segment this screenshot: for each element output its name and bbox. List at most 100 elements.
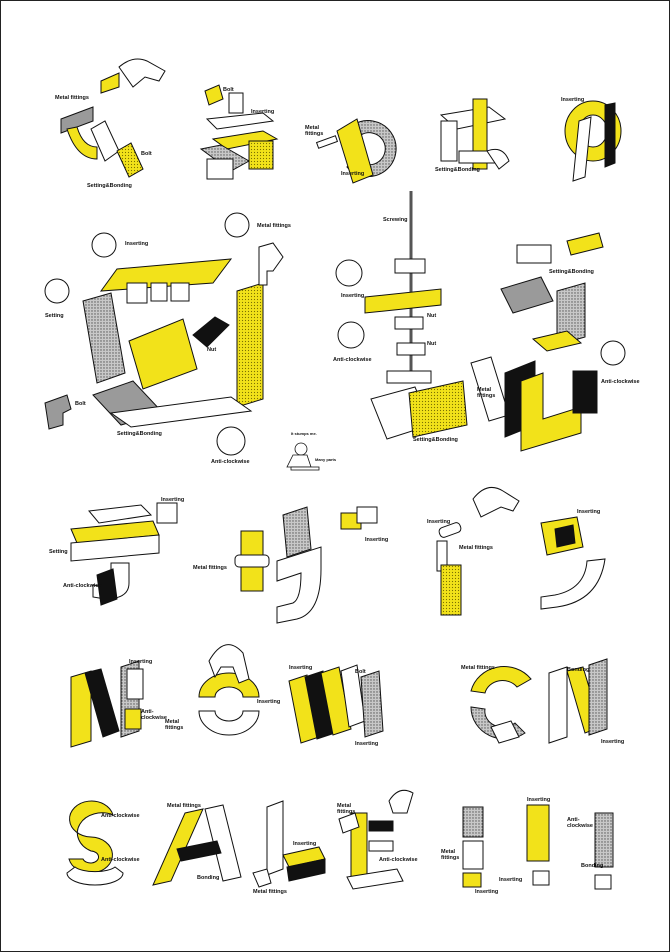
label-inserting-10: Inserting: [129, 659, 152, 665]
label-setting-bonding-5: Setting&Bonding: [549, 269, 594, 275]
label-inserting-15: Inserting: [293, 841, 316, 847]
label-bolt-4: Bolt: [355, 669, 366, 675]
label-fittings-1: fittings: [477, 393, 495, 399]
label-inserting-11: Inserting: [257, 699, 280, 705]
label-inserting-14: Inserting: [601, 739, 624, 745]
row2-assembly-middle: [364, 191, 468, 440]
detail-circle-6: [337, 321, 365, 349]
row5-letter-a: [152, 804, 242, 886]
label-inserting-17: Inserting: [527, 797, 550, 803]
label-clockwise-1: clockwise: [141, 715, 167, 721]
row1-letter-4: [439, 98, 510, 170]
row5-exclamation-3: [594, 812, 614, 890]
label-inserting-7: Inserting: [365, 537, 388, 543]
row1-letter-2: [199, 84, 279, 180]
label-inserting-18: Inserting: [499, 877, 522, 883]
label-metal-fittings-2b: fittings: [305, 131, 323, 137]
label-inserting-8: Inserting: [427, 519, 450, 525]
detail-circle-1: [91, 232, 117, 258]
detail-circle-2: [44, 278, 70, 304]
label-metal-fittings-2: Metal: [305, 125, 320, 131]
row5-letter-l: [252, 800, 326, 888]
label-inserting-3: Inserting: [561, 97, 584, 103]
row1-letter-5: [564, 100, 622, 182]
label-anti-2: Anti-: [567, 817, 580, 823]
row5-letter-e: [338, 789, 414, 890]
label-metal-fittings-6: Metal fittings: [461, 665, 495, 671]
label-metal-3: Metal: [337, 803, 352, 809]
label-bonding-2: Bonding: [197, 875, 219, 881]
label-inserting-16: Inserting: [475, 889, 498, 895]
label-anti-clockwise-5: Anti-clockwise: [101, 813, 140, 819]
row4-letter-o-1: [198, 644, 260, 736]
row1-letter-3: [315, 118, 397, 184]
label-anti-clockwise-7: Anti-clockwise: [379, 857, 418, 863]
row4-letter-o-2: [470, 666, 532, 744]
row5-exclamation-2: [526, 804, 550, 886]
row5-exclamation-1: [462, 806, 484, 888]
label-metal-fittings-5: Metal fittings: [459, 545, 493, 551]
label-inserting-1: Inserting: [251, 109, 274, 115]
label-metal-1: Metal: [477, 387, 492, 393]
label-nut-1: Nut: [207, 347, 216, 353]
label-setting-bonding-2: Setting&Bonding: [435, 167, 480, 173]
label-setting-bonding-4: Setting&Bonding: [413, 437, 458, 443]
label-metal-2: Metal: [165, 719, 180, 725]
label-many-parts: Many parts: [315, 457, 337, 462]
label-inserting-13: Inserting: [355, 741, 378, 747]
thinking-person: [286, 442, 320, 471]
label-metal-fittings-8: Metal fittings: [253, 889, 287, 895]
detail-circle-3: [224, 212, 250, 238]
label-inserting-4: Inserting: [125, 241, 148, 247]
label-inserting-2: Inserting: [341, 171, 364, 177]
label-it-stumps-me: It stumps me.: [291, 431, 317, 436]
label-anti-1: Anti-: [141, 709, 154, 715]
label-inserting-5: Inserting: [341, 293, 364, 299]
row4-letter-w: [288, 664, 384, 744]
detail-circle-5: [335, 259, 363, 287]
label-anti-clockwise-2: Anti-clockwise: [333, 357, 372, 363]
detail-circle-4: [216, 426, 246, 456]
label-fittings-4: fittings: [441, 855, 459, 861]
label-setting-1: Setting: [45, 313, 64, 319]
label-bolt: Bolt: [141, 151, 152, 157]
label-anti-clockwise-4: Anti-clockwise: [63, 583, 102, 589]
label-anti-clockwise-3: Anti-clockwise: [601, 379, 640, 385]
label-setting-bonding-3: Setting&Bonding: [117, 431, 162, 437]
label-inserting-12: Inserting: [289, 665, 312, 671]
label-metal-4: Metal: [441, 849, 456, 855]
label-fittings-2: fittings: [165, 725, 183, 731]
row5-letter-s: [66, 800, 124, 886]
label-anti-clockwise-1: Anti-clockwise: [211, 459, 250, 465]
row2-assembly-right: [470, 232, 604, 452]
label-bolt-3: Bolt: [75, 401, 86, 407]
row3-letter-3: [436, 486, 520, 616]
label-nut-3: Nut: [427, 341, 436, 347]
detail-circle-7: [600, 340, 626, 366]
label-setting-bonding: Setting&Bonding: [87, 183, 132, 189]
row4-letter-n-1: [70, 660, 144, 748]
label-screwing: Screwing: [383, 217, 407, 223]
row1-letter-1: [60, 58, 166, 178]
label-metal-fittings-3: Metal fittings: [257, 223, 291, 229]
label-metal-fittings-7: Metal fittings: [167, 803, 201, 809]
label-inserting-9: Inserting: [577, 509, 600, 515]
label-bonding-1: Bonding: [567, 667, 589, 673]
label-clockwise-2: clockwise: [567, 823, 593, 829]
label-inserting-6: Inserting: [161, 497, 184, 503]
label-bolt-2: Bolt: [223, 87, 234, 93]
label-nut-2: Nut: [427, 313, 436, 319]
label-setting-2: Setting: [49, 549, 68, 555]
label-anti-clockwise-6: Anti-clockwise: [101, 857, 140, 863]
label-bonding-3: Bonding: [581, 863, 603, 869]
row3-letter-4: [540, 516, 606, 610]
row2-assembly-left: [44, 242, 284, 430]
row4-letter-n-2: [548, 658, 608, 744]
label-metal-fittings-4: Metal fittings: [193, 565, 227, 571]
label-fittings-3: fittings: [337, 809, 355, 815]
label-metal-fittings: Metal fittings: [55, 95, 89, 101]
row3-letter-2: [234, 506, 378, 624]
row3-letter-1: [70, 502, 178, 606]
